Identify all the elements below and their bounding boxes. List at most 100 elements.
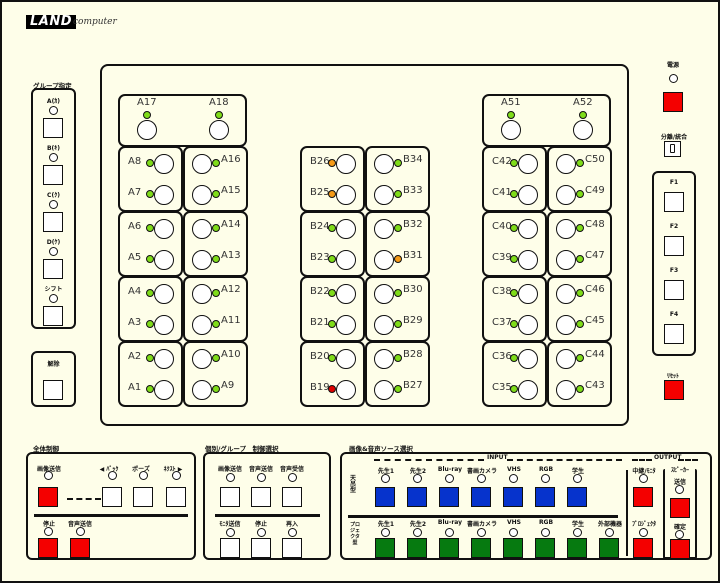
seat-button[interactable] xyxy=(336,154,356,174)
seat-button[interactable] xyxy=(137,120,157,140)
seat-button[interactable] xyxy=(518,185,538,205)
source-row2-button[interactable] xyxy=(375,538,395,558)
stop-button[interactable] xyxy=(38,538,58,558)
seat-button[interactable] xyxy=(209,120,229,140)
power-button[interactable] xyxy=(663,92,683,112)
seat-button[interactable] xyxy=(556,380,576,400)
seat-button[interactable] xyxy=(556,250,576,270)
seat-button[interactable] xyxy=(154,349,174,369)
seat-button[interactable] xyxy=(336,250,356,270)
seat-button[interactable] xyxy=(518,284,538,304)
overall-panel: 画像送信 ◀ ﾊﾞｯｸ ポーズ ﾈｸｽﾄ ▶ 停止 音声送信 xyxy=(26,452,196,560)
source-row1-button[interactable] xyxy=(471,487,491,507)
source-row2-button[interactable] xyxy=(567,538,587,558)
back-label: ◀ ﾊﾞｯｸ xyxy=(99,466,119,473)
seat-button[interactable] xyxy=(556,315,576,335)
pause-button[interactable] xyxy=(133,487,153,507)
seat-button[interactable] xyxy=(518,154,538,174)
source-row2-button[interactable] xyxy=(471,538,491,558)
seat-button[interactable] xyxy=(192,315,212,335)
individual-button[interactable] xyxy=(251,538,271,558)
seat-button[interactable] xyxy=(154,185,174,205)
seat-button[interactable] xyxy=(192,380,212,400)
seat-button[interactable] xyxy=(374,315,394,335)
source-row1-button[interactable] xyxy=(535,487,555,507)
seat-button[interactable] xyxy=(556,185,576,205)
seat-button[interactable] xyxy=(374,185,394,205)
group-button[interactable] xyxy=(43,165,63,185)
seat-button[interactable] xyxy=(336,349,356,369)
output-row2-button[interactable] xyxy=(633,538,653,558)
seat-button[interactable] xyxy=(192,185,212,205)
seat-button[interactable] xyxy=(154,154,174,174)
seat-button[interactable] xyxy=(336,185,356,205)
function-key-button[interactable] xyxy=(664,236,684,256)
seat-button[interactable] xyxy=(154,315,174,335)
seat-button[interactable] xyxy=(556,219,576,239)
seat-button[interactable] xyxy=(518,380,538,400)
source-row1-button[interactable] xyxy=(407,487,427,507)
source-row2-button[interactable] xyxy=(439,538,459,558)
seat-button[interactable] xyxy=(192,349,212,369)
source-row2-button[interactable] xyxy=(503,538,523,558)
seat-button[interactable] xyxy=(192,284,212,304)
seat-button[interactable] xyxy=(501,120,521,140)
source-row1-button[interactable] xyxy=(375,487,395,507)
audio-send-button[interactable] xyxy=(70,538,90,558)
seat-button[interactable] xyxy=(374,219,394,239)
seat-button[interactable] xyxy=(154,284,174,304)
individual-button[interactable] xyxy=(251,487,271,507)
seat-button[interactable] xyxy=(336,284,356,304)
seat-button[interactable] xyxy=(192,154,212,174)
group-button[interactable] xyxy=(43,259,63,279)
individual-button[interactable] xyxy=(220,487,240,507)
speaker-row1-button[interactable] xyxy=(670,498,690,518)
seat-button[interactable] xyxy=(518,250,538,270)
back-button[interactable] xyxy=(102,487,122,507)
source-row2-button[interactable] xyxy=(599,538,619,558)
output-row1-button[interactable] xyxy=(633,487,653,507)
seat-button[interactable] xyxy=(374,154,394,174)
function-key-button[interactable] xyxy=(664,324,684,344)
function-key-button[interactable] xyxy=(664,280,684,300)
seat-button[interactable] xyxy=(154,250,174,270)
next-button[interactable] xyxy=(166,487,186,507)
source-row2-button[interactable] xyxy=(535,538,555,558)
speaker-row2-button[interactable] xyxy=(670,539,690,559)
seat-button[interactable] xyxy=(374,250,394,270)
seat-button[interactable] xyxy=(192,250,212,270)
seat-button[interactable] xyxy=(556,154,576,174)
source-row1-button[interactable] xyxy=(567,487,587,507)
seat-button[interactable] xyxy=(374,284,394,304)
seat-button[interactable] xyxy=(374,349,394,369)
seat-button[interactable] xyxy=(154,219,174,239)
individual-button[interactable] xyxy=(282,487,302,507)
split-toggle[interactable] xyxy=(664,141,681,157)
group-button[interactable] xyxy=(43,306,63,326)
seat-led xyxy=(576,190,584,198)
seat-button[interactable] xyxy=(192,219,212,239)
individual-button[interactable] xyxy=(282,538,302,558)
group-button[interactable] xyxy=(43,118,63,138)
seat-button[interactable] xyxy=(573,120,593,140)
seat-button[interactable] xyxy=(336,380,356,400)
seat-button[interactable] xyxy=(336,219,356,239)
seat-button[interactable] xyxy=(336,315,356,335)
seat-button[interactable] xyxy=(154,380,174,400)
seat-button[interactable] xyxy=(374,380,394,400)
source-row2-button[interactable] xyxy=(407,538,427,558)
seat-button[interactable] xyxy=(556,349,576,369)
seat-button[interactable] xyxy=(556,284,576,304)
reset-button[interactable] xyxy=(664,380,684,400)
seat-button[interactable] xyxy=(518,315,538,335)
individual-button[interactable] xyxy=(220,538,240,558)
overall-send-button[interactable] xyxy=(38,487,58,507)
seat-button[interactable] xyxy=(518,219,538,239)
seat-label: B29 xyxy=(403,315,423,326)
group-button[interactable] xyxy=(43,212,63,232)
function-key-button[interactable] xyxy=(664,192,684,212)
release-button[interactable] xyxy=(43,380,63,400)
source-row1-button[interactable] xyxy=(503,487,523,507)
source-row1-button[interactable] xyxy=(439,487,459,507)
seat-button[interactable] xyxy=(518,349,538,369)
